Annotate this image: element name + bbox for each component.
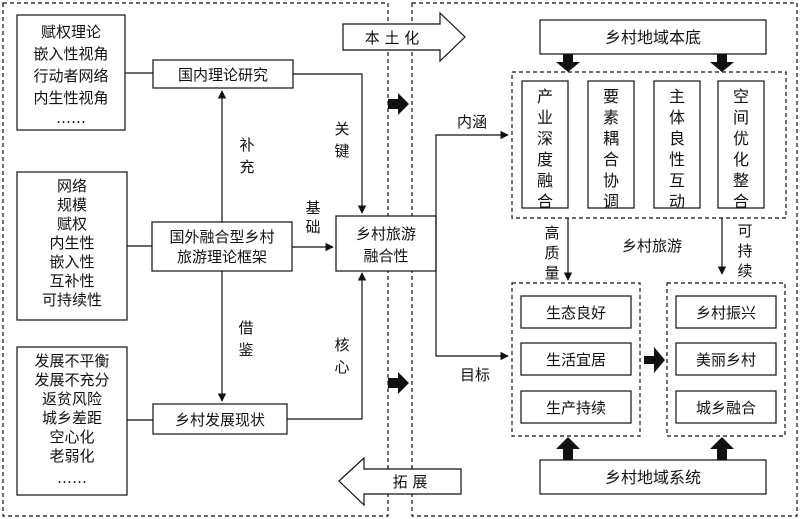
dimensions-container: [511, 71, 787, 219]
feature-item: 网络: [57, 177, 87, 195]
domestic-research-label: 国内理论研究: [178, 66, 268, 84]
feature-item: 规模: [57, 196, 87, 214]
center-line1: 乡村旅游: [356, 225, 416, 243]
rural-base-label: 乡村地域本底: [605, 28, 701, 47]
sustainable-1: 可: [737, 222, 752, 240]
rural-system-label: 乡村地域系统: [605, 468, 701, 487]
reference-label-1: 借: [238, 319, 253, 337]
outcome-box: [520, 295, 632, 329]
problem-item: 返贫风险: [42, 390, 102, 408]
dimension-factors-label: 要素耦合协调: [603, 87, 619, 211]
rural-tourism-label: 乡村旅游: [622, 237, 682, 255]
high-quality-3: 量: [544, 264, 559, 282]
supplement-label-1: 补: [239, 136, 254, 154]
basis-label-2: 础: [305, 218, 320, 236]
foreign-framework-line2: 旅游理论框架: [177, 248, 267, 266]
problem-item: 发展不平衡: [34, 352, 109, 370]
dimension-box-space: [717, 80, 765, 209]
theory-list-box: [16, 14, 126, 131]
system-arrow-left-icon: [556, 437, 580, 460]
right-dashed-region: [411, 2, 798, 517]
localize-arrow-icon: [342, 11, 466, 63]
high-quality-1: 高: [544, 224, 559, 242]
outcome-box: [520, 342, 632, 376]
rural-base-box: [539, 19, 767, 55]
core-label-1: 核: [334, 336, 349, 354]
expand-label: 拓 展: [393, 473, 428, 491]
rural-status-label: 乡村发展现状: [175, 411, 265, 429]
dimension-industry-label: 产业深度融合: [537, 87, 553, 211]
expand-arrow-icon: [338, 456, 462, 507]
outcome-box: [675, 390, 777, 424]
core-label-2: 心: [334, 358, 349, 376]
dimension-box-factors: [587, 80, 635, 209]
outcomes-left-container: [511, 282, 641, 437]
foreign-framework-line1: 国外融合型乡村: [169, 228, 274, 246]
outcome-arrow-icon: [644, 347, 665, 373]
system-arrow-right-icon: [710, 437, 734, 460]
rural-system-box: [539, 459, 767, 495]
sustainable-3: 续: [737, 262, 752, 280]
divider-arrow-top-icon: [388, 93, 409, 115]
dimension-space-label: 空间优化整合: [733, 87, 749, 211]
outcomes-right-container: [666, 282, 786, 437]
sustainable-2: 持: [737, 242, 752, 260]
feature-item: 可持续性: [42, 291, 102, 309]
theory-item: 赋权理论: [41, 23, 101, 41]
outcome-box: [675, 295, 777, 329]
feature-item: 赋权: [57, 215, 87, 233]
feature-list-box: [16, 171, 128, 321]
divider-arrow-bottom-icon: [388, 372, 409, 394]
outcome-beautiful: 美丽乡村: [696, 351, 756, 369]
key-label-1: 关: [334, 120, 349, 138]
basis-label-1: 基: [305, 199, 320, 217]
theory-item: ……: [56, 109, 86, 127]
goal-label: 目标: [460, 366, 490, 384]
high-quality-2: 质: [544, 244, 559, 262]
feature-item: 嵌入性: [49, 253, 94, 271]
problem-item: 发展不充分: [34, 371, 109, 389]
base-arrow-left-icon: [556, 54, 580, 72]
problem-item: 老弱化: [49, 447, 94, 465]
outcome-revitalization: 乡村振兴: [696, 304, 756, 322]
outcome-box: [520, 390, 632, 424]
theory-item: 内生性视角: [33, 89, 108, 107]
outcome-box: [675, 342, 777, 376]
theory-item: 行动者网络: [33, 67, 108, 85]
feature-item: 互补性: [49, 272, 94, 290]
left-dashed-region: [2, 2, 389, 517]
outcome-production: 生产持续: [546, 399, 606, 417]
connotation-label: 内涵: [457, 113, 487, 131]
outcome-ecology: 生态良好: [546, 304, 606, 322]
localize-label: 本 土 化: [365, 29, 420, 47]
base-arrow-right-icon: [710, 54, 734, 72]
theory-item: 嵌入性视角: [33, 45, 108, 63]
problem-item: ……: [57, 469, 87, 487]
problem-list-box: [16, 346, 128, 496]
center-line2: 融合性: [363, 247, 408, 265]
supplement-label-2: 充: [239, 158, 254, 176]
outcome-integration: 城乡融合: [696, 399, 756, 417]
rural-tourism-fusion-box: [335, 215, 437, 272]
dimension-box-industry: [521, 80, 569, 209]
problem-item: 城乡差距: [42, 409, 102, 427]
outcome-living: 生活宜居: [546, 351, 606, 369]
key-label-2: 键: [334, 142, 349, 160]
problem-item: 空心化: [49, 428, 94, 446]
dimension-actors-label: 主体良性互动: [669, 87, 685, 211]
reference-label-2: 鉴: [238, 341, 253, 359]
dimension-box-actors: [653, 80, 701, 209]
feature-item: 内生性: [49, 234, 94, 252]
